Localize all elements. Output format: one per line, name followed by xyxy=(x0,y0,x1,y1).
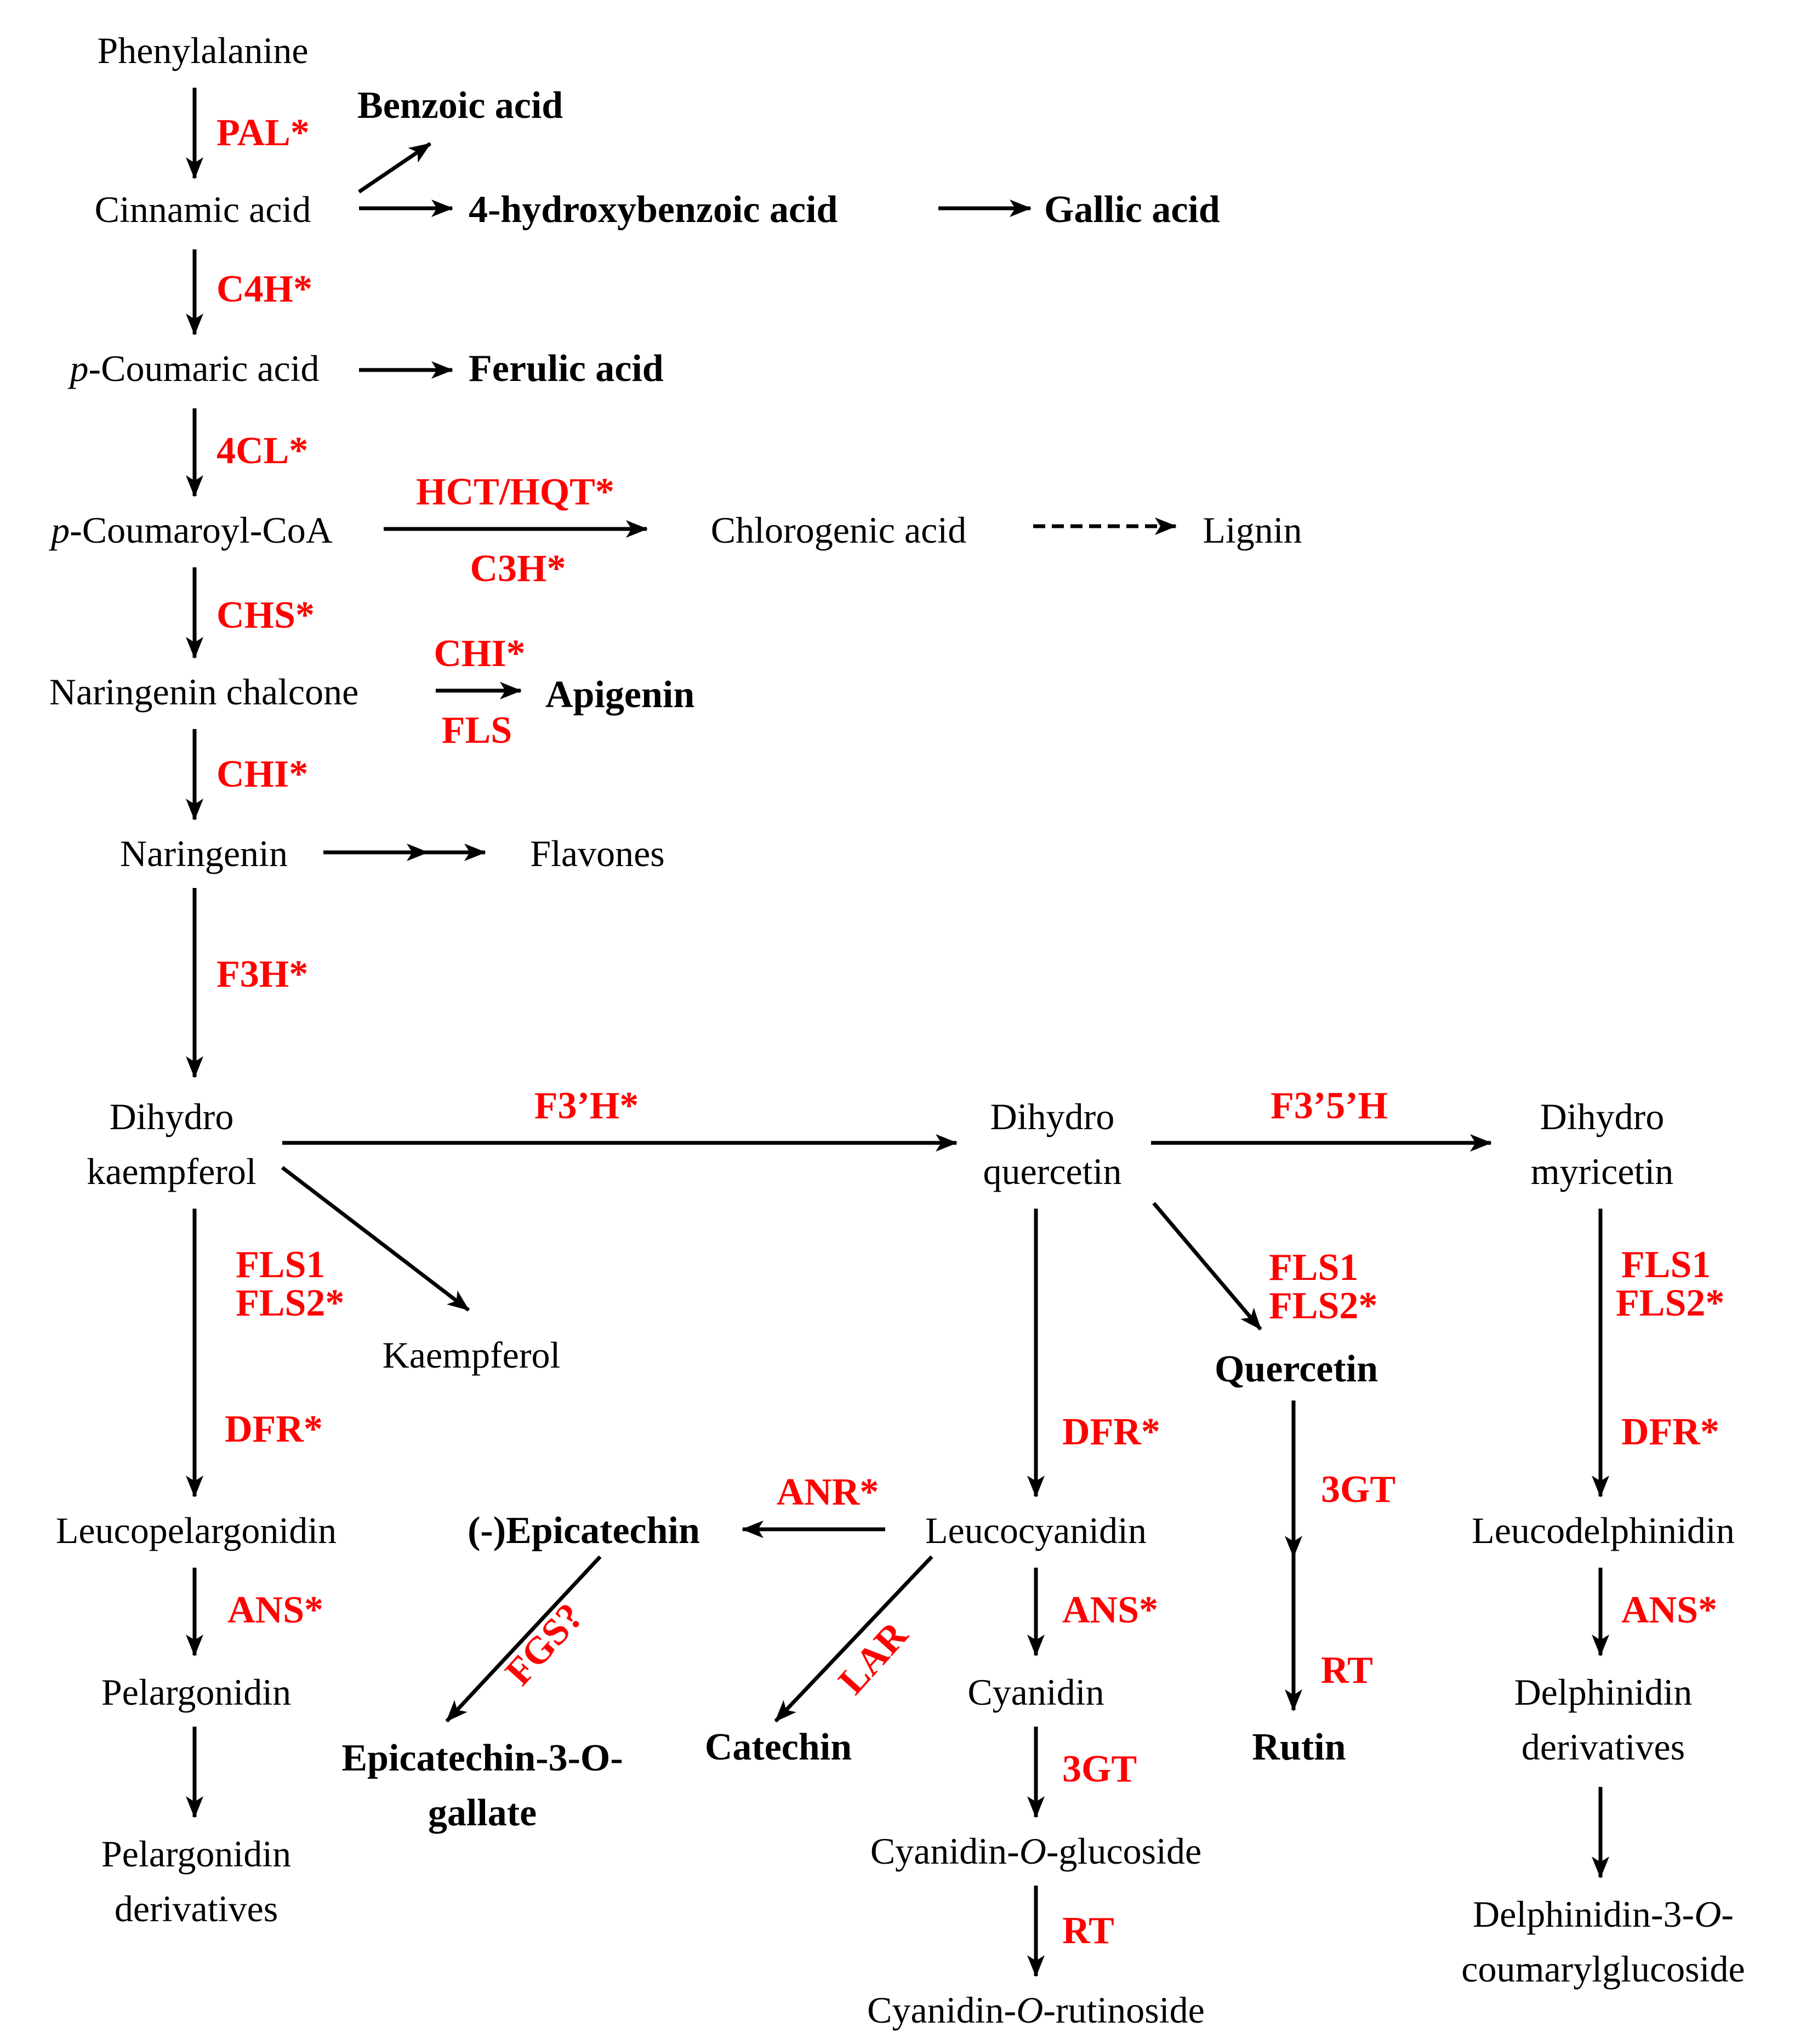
compound-naringenin-chalcone: Naringenin chalcone xyxy=(49,671,359,713)
enzyme-chs: CHS* xyxy=(217,594,315,636)
compound-dihydromyricetin-line2: myricetin xyxy=(1531,1151,1674,1192)
compound-pelargonidin: Pelargonidin xyxy=(101,1671,291,1713)
enzyme-fls-top: FLS xyxy=(442,709,512,751)
compound-p-coumaroyl-coa: p-Coumaroyl-CoA xyxy=(49,509,333,551)
compound-pelargonidin-derivatives-line2: derivatives xyxy=(115,1888,278,1929)
compound-4-hydroxybenzoic-acid: 4-hydroxybenzoic acid xyxy=(469,189,838,231)
arrow-epicatechin-to-gallate xyxy=(445,1555,602,1723)
enzyme-3gt-quercetin: 3GT xyxy=(1321,1468,1395,1511)
enzyme-c4h: C4H* xyxy=(217,268,312,310)
enzyme-f35h: F3’5’H xyxy=(1271,1085,1388,1127)
italic-p: p xyxy=(49,509,70,551)
cyanidin-rutinoside-a: Cyanidin- xyxy=(867,1989,1016,2031)
compound-dihydromyricetin-line1: Dihydro xyxy=(1540,1096,1665,1137)
compound-phenylalanine: Phenylalanine xyxy=(97,30,308,71)
enzyme-fls1-left: FLS1 xyxy=(236,1244,325,1286)
compound-p-coumaric-acid: p-Coumaric acid xyxy=(67,348,319,389)
enzyme-ans-right: ANS* xyxy=(1621,1589,1717,1631)
enzyme-ans-mid: ANS* xyxy=(1062,1589,1158,1631)
compound-lignin: Lignin xyxy=(1203,509,1302,551)
enzyme-lar: LAR xyxy=(830,1613,916,1702)
compound-dihydroquercetin-line1: Dihydro xyxy=(990,1096,1115,1137)
compound-cyanidin-o-glucoside: Cyanidin-O-glucoside xyxy=(870,1830,1201,1872)
enzyme-chi: CHI* xyxy=(217,753,308,795)
compound-apigenin: Apigenin xyxy=(545,674,694,716)
arrow-dhk-to-kaempferol xyxy=(281,1166,470,1312)
compound-pelargonidin-derivatives-line1: Pelargonidin xyxy=(101,1833,291,1875)
enzyme-f3prime-h: F3’H* xyxy=(534,1085,639,1127)
italic-o: O xyxy=(1016,1989,1043,2031)
compound-leucocyanidin: Leucocyanidin xyxy=(925,1510,1147,1551)
italic-o: O xyxy=(1694,1893,1721,1935)
enzyme-pal: PAL* xyxy=(217,112,310,154)
compound-chlorogenic-acid: Chlorogenic acid xyxy=(711,509,966,551)
compound-delphinidin-coumarylglucoside-line2: coumarylglucoside xyxy=(1461,1948,1745,1990)
compound-dihydroquercetin-line2: quercetin xyxy=(983,1151,1122,1192)
cyanidin-glucoside-c: -glucoside xyxy=(1046,1830,1201,1872)
enzyme-fls1-mid: FLS1 xyxy=(1269,1246,1358,1289)
compound-delphinidin-derivatives-line2: derivatives xyxy=(1522,1726,1685,1768)
enzyme-4cl: 4CL* xyxy=(217,430,308,472)
enzyme-rt-quercetin: RT xyxy=(1321,1649,1373,1692)
cyanidin-glucoside-a: Cyanidin- xyxy=(870,1830,1019,1872)
delphinidin-cg-c: - xyxy=(1721,1893,1734,1935)
enzyme-dfr-left: DFR* xyxy=(225,1408,323,1450)
enzyme-hct-hqt: HCT/HQT* xyxy=(416,471,614,513)
compound-gallic-acid: Gallic acid xyxy=(1044,189,1220,231)
compound-naringenin: Naringenin xyxy=(120,833,288,874)
enzyme-fls2-left: FLS2* xyxy=(236,1282,344,1324)
enzyme-anr: ANR* xyxy=(777,1471,879,1513)
compound-quercetin: Quercetin xyxy=(1215,1348,1378,1390)
compound-leucodelphinidin: Leucodelphinidin xyxy=(1472,1510,1735,1551)
compound-benzoic-acid: Benzoic acid xyxy=(357,84,563,127)
compound-epicatechin-gallate-line2: gallate xyxy=(428,1792,537,1834)
compound-delphinidin-coumarylglucoside-line1: Delphinidin-3-O- xyxy=(1473,1893,1734,1935)
compound-epicatechin: (-)Epicatechin xyxy=(468,1510,700,1552)
compound-ferulic-acid: Ferulic acid xyxy=(469,348,664,390)
compound-rutin: Rutin xyxy=(1252,1726,1346,1768)
enzyme-c3h: C3H* xyxy=(470,548,566,590)
enzyme-chi-top: CHI* xyxy=(434,633,525,675)
enzyme-fls2-mid: FLS2* xyxy=(1269,1285,1377,1327)
compound-flavones: Flavones xyxy=(530,833,665,874)
arrow-leucocyanidin-to-catechin xyxy=(774,1555,933,1723)
enzyme-3gt-cyanidin: 3GT xyxy=(1062,1748,1137,1790)
enzyme-dfr-mid: DFR* xyxy=(1062,1411,1160,1453)
enzyme-fls1-right: FLS1 xyxy=(1621,1244,1711,1286)
enzyme-f3h: F3H* xyxy=(217,953,308,995)
cyanidin-rutinoside-c: -rutinoside xyxy=(1043,1989,1205,2031)
coumaroyl-coa-rest: -Coumaroyl-CoA xyxy=(70,509,333,551)
enzyme-fgs: FGS? xyxy=(497,1596,591,1694)
delphinidin-cg-a: Delphinidin-3- xyxy=(1473,1893,1694,1935)
compound-catechin: Catechin xyxy=(705,1726,852,1768)
arrows xyxy=(186,88,1609,1977)
compound-kaempferol: Kaempferol xyxy=(383,1334,561,1376)
compound-leucopelargonidin: Leucopelargonidin xyxy=(56,1510,337,1551)
compounds: Phenylalanine Cinnamic acid Benzoic acid… xyxy=(49,30,1745,2031)
enzyme-fls2-right: FLS2* xyxy=(1616,1282,1724,1324)
compound-dihydrokaempferol-line1: Dihydro xyxy=(110,1096,234,1137)
arrow-cinnamic-to-benzoic xyxy=(358,142,431,193)
italic-o: O xyxy=(1019,1830,1046,1872)
compound-delphinidin-derivatives-line1: Delphinidin xyxy=(1514,1671,1693,1713)
enzyme-ans-left: ANS* xyxy=(227,1589,323,1631)
compound-cyanidin: Cyanidin xyxy=(967,1671,1104,1713)
coumaric-acid-rest: -Coumaric acid xyxy=(88,348,319,389)
arrow-dhq-to-quercetin xyxy=(1152,1202,1262,1331)
compound-epicatechin-gallate-line1: Epicatechin-3-O- xyxy=(341,1737,623,1779)
compound-cinnamic-acid: Cinnamic acid xyxy=(95,189,311,230)
enzymes: PAL* C4H* 4CL* HCT/HQT* C3H* CHS* CHI* F… xyxy=(217,112,1724,1952)
enzyme-dfr-right: DFR* xyxy=(1621,1411,1719,1453)
enzyme-rt-cyanidin: RT xyxy=(1062,1910,1114,1952)
compound-cyanidin-o-rutinoside: Cyanidin-O-rutinoside xyxy=(867,1989,1205,2031)
compound-dihydrokaempferol-line2: kaempferol xyxy=(87,1151,257,1192)
italic-p: p xyxy=(67,348,88,389)
